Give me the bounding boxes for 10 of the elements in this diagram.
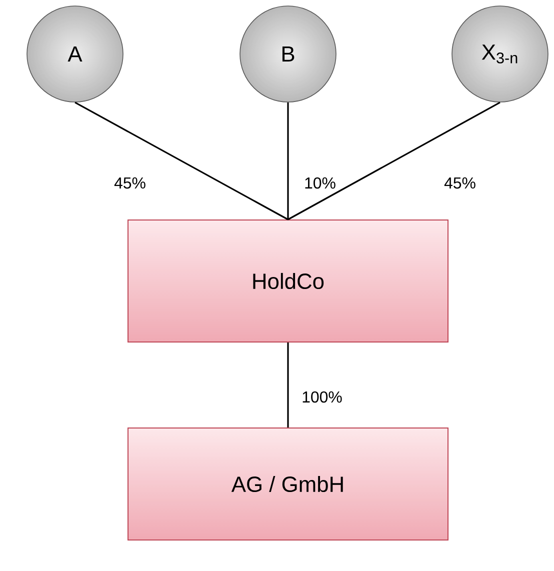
- edge-label: 10%: [303, 176, 337, 190]
- company-box: HoldCo: [128, 220, 448, 342]
- edge-label: 45%: [113, 176, 147, 190]
- connector-line: [287, 102, 289, 220]
- connector-line: [74, 102, 288, 220]
- connector-line: [287, 342, 289, 428]
- edge-label: 100%: [300, 390, 344, 404]
- edge-label: 45%: [443, 176, 477, 190]
- connector-line: [288, 102, 500, 220]
- company-box: AG / GmbH: [128, 428, 448, 540]
